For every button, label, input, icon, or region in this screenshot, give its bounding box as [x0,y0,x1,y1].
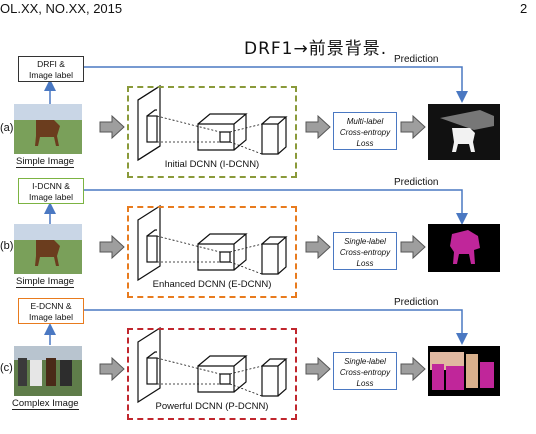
loss-box-c: Single-label Cross-entropy Loss [333,352,397,390]
block-arrow-a1 [99,114,125,140]
input-label-a-line1: DRFI & [37,59,65,69]
loss-b-line3: Loss [356,259,374,268]
cnn-layers-b [137,204,288,282]
image-caption-c: Complex Image [12,398,79,410]
prediction-label-b: Prediction [394,177,439,188]
block-arrow-b2 [305,234,331,260]
image-caption-b: Simple Image [16,276,75,288]
network-label-b: Enhanced DCNN (E-DCNN) [152,279,272,290]
output-mask-b [428,224,500,272]
input-image-b [14,224,82,274]
loss-c-line2: Cross-entropy [339,368,391,377]
prediction-label-a: Prediction [394,54,439,65]
block-arrow-c3 [400,356,426,382]
network-label-a: Initial DCNN (I-DCNN) [164,159,260,170]
row-tag-c: (c) [0,362,13,374]
network-box-c: Powerful DCNN (P-DCNN) [127,328,297,420]
input-image-a [14,104,82,154]
input-label-a-line2: Image label [29,70,73,80]
input-label-box-b: I-DCNN & Image label [18,178,84,204]
network-box-b: Enhanced DCNN (E-DCNN) [127,206,297,298]
loss-a-line2: Cross-entropy [339,128,391,137]
output-mask-c [428,346,500,396]
cnn-layers-a [137,84,288,162]
prediction-label-c: Prediction [394,297,439,308]
input-label-b-line2: Image label [29,192,73,202]
row-tag-b: (b) [0,240,14,252]
cnn-layers-c [137,326,288,404]
block-arrow-b1 [99,234,125,260]
input-image-c [14,346,82,396]
loss-b-line2: Cross-entropy [339,248,391,257]
loss-a-line1: Multi-label [346,117,384,126]
running-header: OL.XX, NO.XX, 2015 [0,1,123,16]
network-box-a: Initial DCNN (I-DCNN) [127,86,297,178]
loss-c-line3: Loss [356,379,374,388]
block-arrow-c2 [305,356,331,382]
network-label-c: Powerful DCNN (P-DCNN) [155,401,269,412]
block-arrow-c1 [99,356,125,382]
input-label-c-line1: E-DCNN & [30,301,72,311]
prediction-arrow-b [84,189,468,225]
input-label-box-c: E-DCNN & Image label [18,298,84,324]
page-number: 2 [520,1,528,16]
output-mask-a [428,104,500,160]
loss-c-line1: Single-label [344,357,386,366]
block-arrow-a3 [400,114,426,140]
loss-box-b: Single-label Cross-entropy Loss [333,232,397,270]
input-label-b-line1: I-DCNN & [32,181,70,191]
loss-box-a: Multi-label Cross-entropy Loss [333,112,397,150]
input-label-c-line2: Image label [29,312,73,322]
input-label-box-a: DRFI & Image label [18,56,84,82]
prediction-arrow-c [84,309,468,345]
loss-b-line1: Single-label [344,237,386,246]
block-arrow-b3 [400,234,426,260]
loss-a-line3: Loss [356,139,374,148]
row-tag-a: (a) [0,122,14,134]
prediction-arrow-a [84,66,468,103]
block-arrow-a2 [305,114,331,140]
image-caption-a: Simple Image [16,156,75,168]
handwritten-note: DRF1→前景背景. [244,39,388,59]
